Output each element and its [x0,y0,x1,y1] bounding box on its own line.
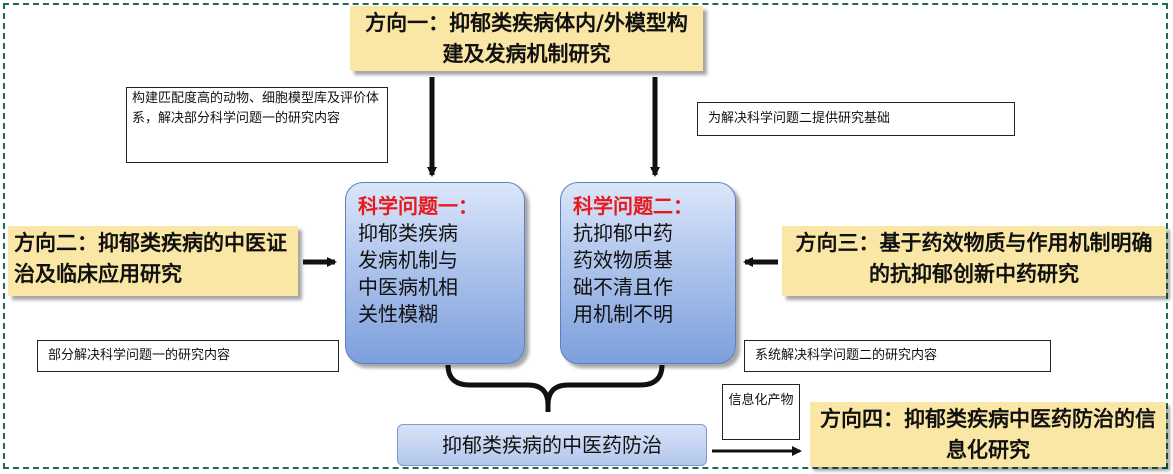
science-question-two-box: 科学问题二： 抗抑郁中药 药效物质基 础不清且作 用机制不明 [560,182,736,364]
science-question-one-box: 科学问题一： 抑郁类疾病 发病机制与 中医病机相 关性模糊 [345,182,525,364]
note-two-to-q1: 部分解决科学问题一的研究内容 [37,340,339,372]
note-one-to-q1: 构建匹配度高的动物、细胞模型库及评价体系，解决部分科学问题一的研究内容 [126,87,388,163]
bracket-brace [445,364,665,412]
direction-one-text: 方向一：抑郁类疾病体内/外模型构建及发病机制研究 [365,11,688,66]
note-one-to-q2-text: 为解决科学问题二提供研究基础 [708,111,891,126]
note-three-to-q2: 系统解决科学问题二的研究内容 [744,340,1051,372]
direction-two-box: 方向二：抑郁类疾病的中医证治及临床应用研究 [8,226,298,296]
direction-four-text: 方向四：抑郁类疾病中医药防治的信息化研究 [820,407,1156,462]
note-goal-to-four: 信息化产物 [722,384,800,440]
goal-text: 抑郁类疾病的中医药防治 [442,433,662,457]
note-one-to-q2: 为解决科学问题二提供研究基础 [697,102,1015,136]
direction-three-box: 方向三：基于药效物质与作用机制明确的抗抑郁创新中药研究 [782,226,1166,296]
direction-one-box: 方向一：抑郁类疾病体内/外模型构建及发病机制研究 [350,6,703,71]
outer-dashed-frame [3,3,1168,469]
goal-box: 抑郁类疾病的中医药防治 [397,424,707,466]
note-goal-to-four-text: 信息化产物 [728,393,794,408]
direction-two-text: 方向二：抑郁类疾病的中医证治及临床应用研究 [14,231,287,286]
direction-four-box: 方向四：抑郁类疾病中医药防治的信息化研究 [810,402,1166,467]
science-question-two-title: 科学问题二： [573,194,693,218]
note-three-to-q2-text: 系统解决科学问题二的研究内容 [755,348,938,363]
note-two-to-q1-text: 部分解决科学问题一的研究内容 [48,348,231,363]
science-question-one-body: 抑郁类疾病 发病机制与 中医病机相 关性模糊 [358,221,458,326]
science-question-two-body: 抗抑郁中药 药效物质基 础不清且作 用机制不明 [573,221,673,326]
note-one-to-q1-text: 构建匹配度高的动物、细胞模型库及评价体系，解决部分科学问题一的研究内容 [132,91,380,126]
direction-three-text: 方向三：基于药效物质与作用机制明确的抗抑郁创新中药研究 [795,231,1153,286]
science-question-one-title: 科学问题一： [358,194,478,218]
